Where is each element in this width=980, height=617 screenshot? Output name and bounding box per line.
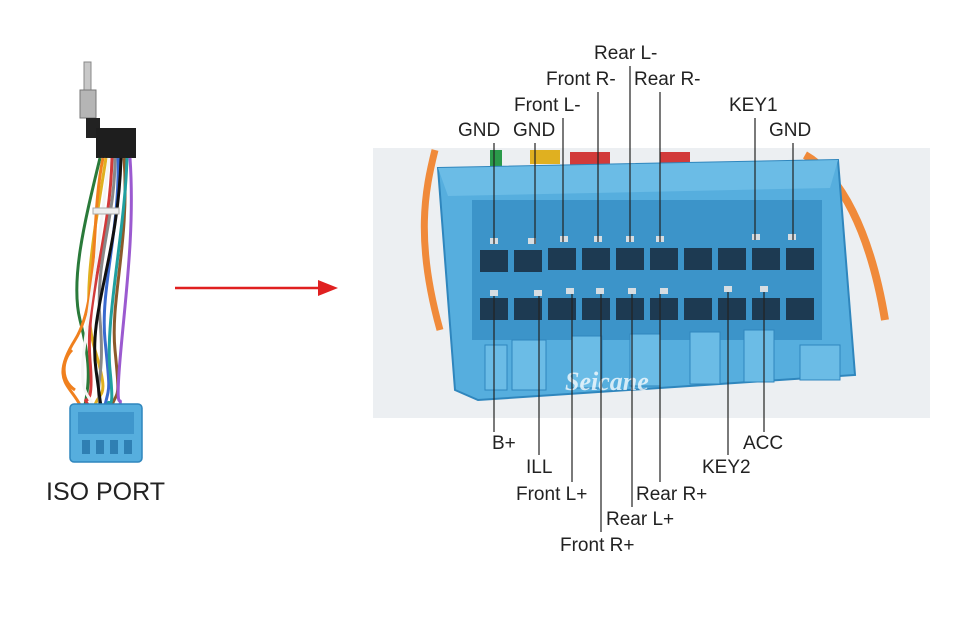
connector-photo: Seicane <box>373 148 930 418</box>
pin-label-gnd-2: GND <box>513 120 556 141</box>
pin-label-rear-l-plus: Rear L+ <box>606 509 675 530</box>
bottom-leader-lines <box>493 292 765 532</box>
pin-label-ill: ILL <box>526 457 553 478</box>
watermark-text: Seicane <box>565 367 649 396</box>
pin-label-rear-r-plus: Rear R+ <box>636 484 708 505</box>
pin-label-front-l-plus: Front L+ <box>516 484 588 505</box>
pin-label-b-plus: B+ <box>492 433 516 454</box>
pin-label-gnd-3: GND <box>769 120 812 141</box>
red-arrow-icon <box>175 280 338 296</box>
wire-harness-illustration <box>61 61 143 463</box>
pin-label-rear-l-minus: Rear L- <box>594 43 658 64</box>
pin-label-acc: ACC <box>743 433 784 454</box>
iso-port-label: ISO PORT <box>46 478 166 506</box>
pin-label-gnd-1: GND <box>458 120 501 141</box>
pin-label-front-l-minus: Front L- <box>514 95 581 116</box>
pin-label-key2: KEY2 <box>702 457 751 478</box>
pin-label-front-r-plus: Front R+ <box>560 535 635 556</box>
pin-label-rear-r-minus: Rear R- <box>634 69 701 90</box>
pin-label-front-r-minus: Front R- <box>546 69 616 90</box>
pin-label-key1: KEY1 <box>729 95 778 116</box>
top-leader-lines <box>493 66 794 244</box>
